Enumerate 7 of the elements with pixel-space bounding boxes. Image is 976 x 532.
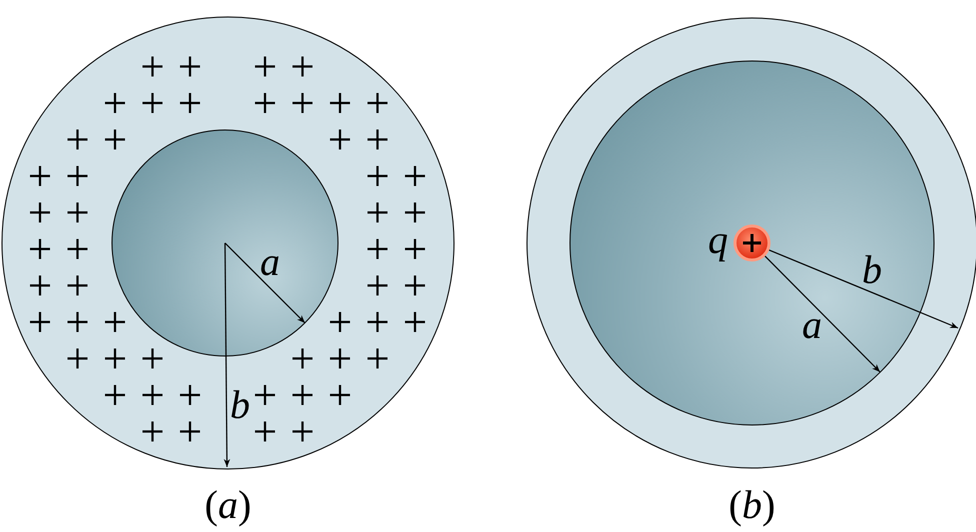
radius-label: a: [802, 303, 822, 347]
radius-label: b: [230, 383, 250, 427]
radius-label: b: [862, 248, 882, 292]
panel-label: (a): [204, 483, 252, 527]
radius-label: a: [260, 240, 280, 284]
panel-label: (b): [728, 483, 776, 527]
charge-label: q: [708, 218, 728, 262]
